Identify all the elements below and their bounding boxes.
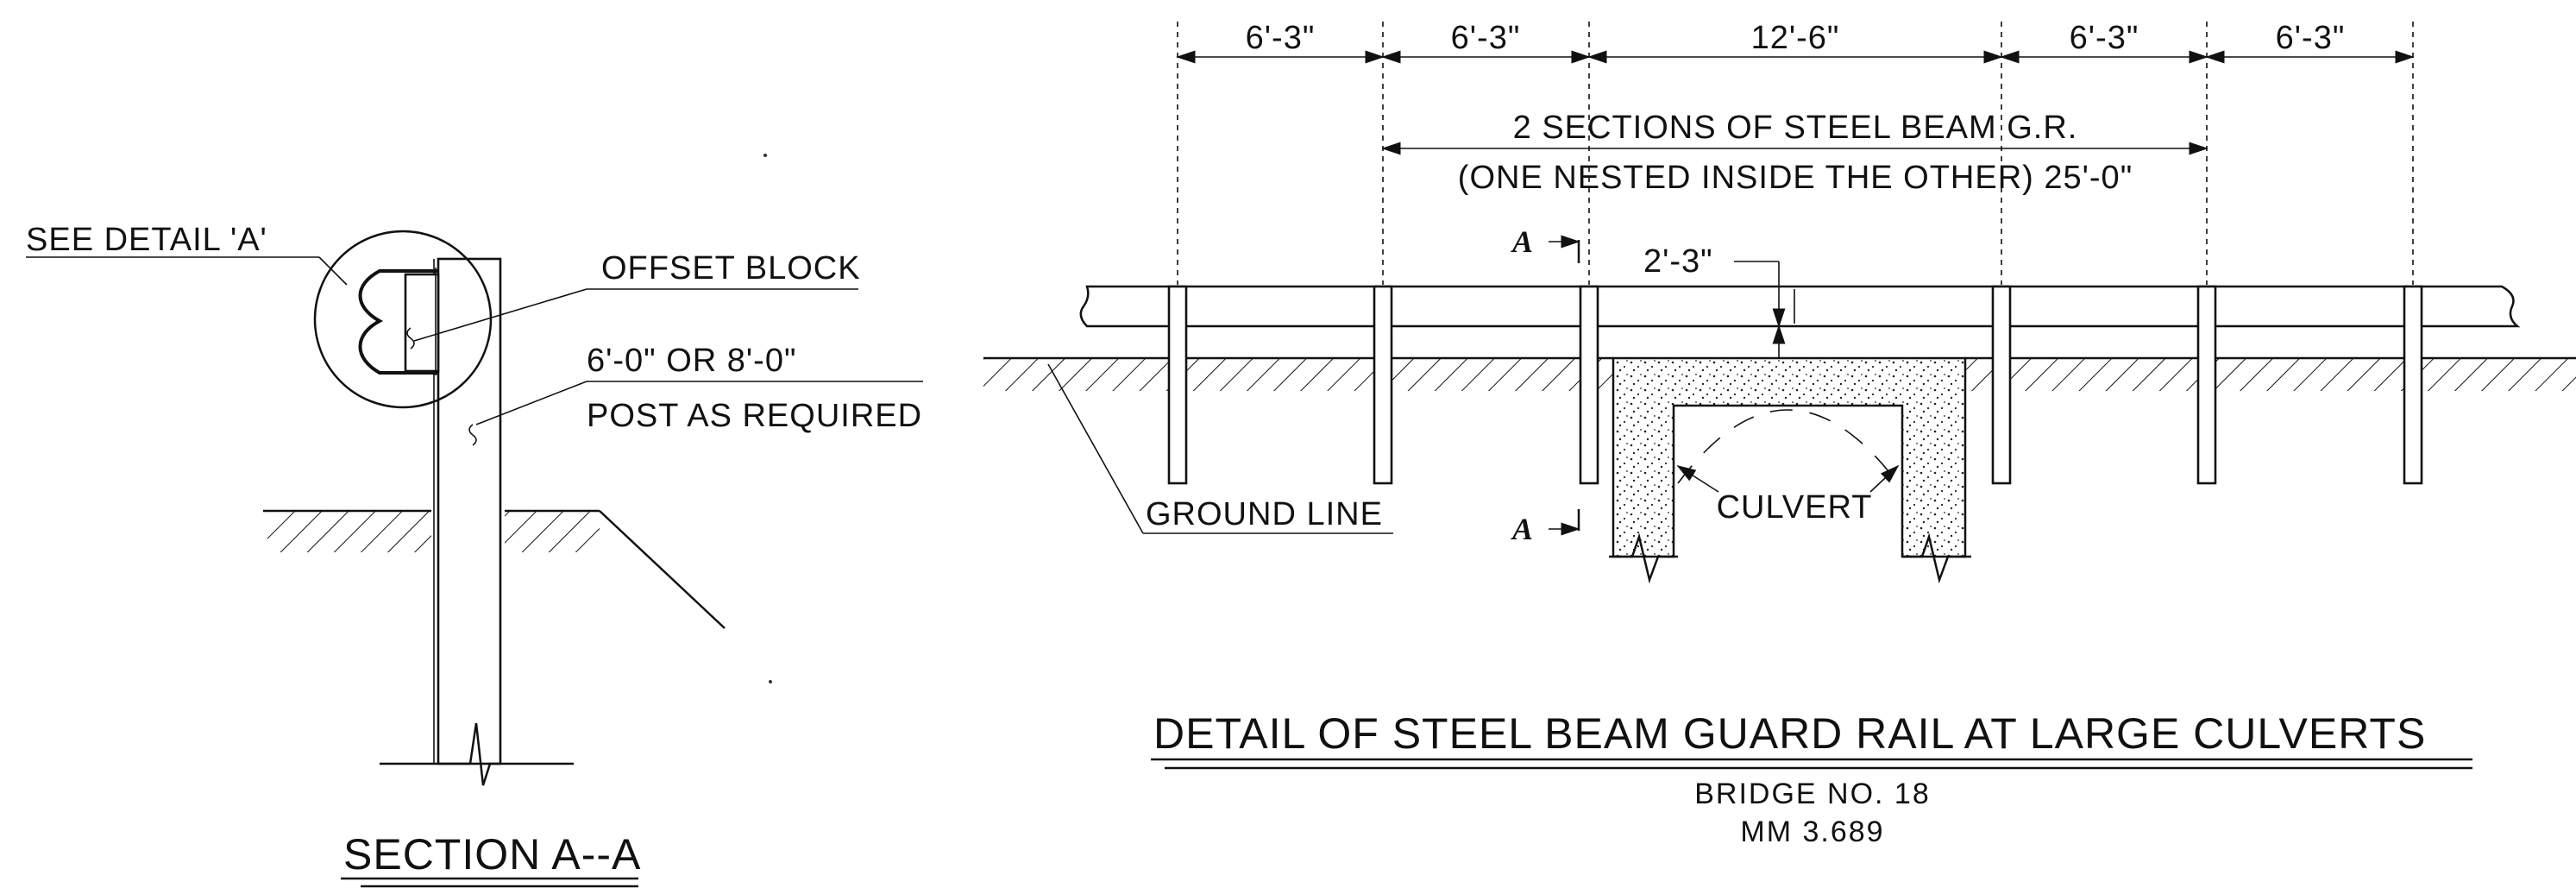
guard-rail-beam	[1079, 285, 2521, 328]
speck	[769, 680, 772, 683]
detail-a-circle	[313, 230, 493, 409]
ground-surface	[983, 356, 2576, 391]
culvert	[1609, 356, 1971, 584]
guard-rail-posts	[1167, 285, 2423, 485]
elevation-title: DETAIL OF STEEL BEAM GUARD RAIL AT LARGE…	[1153, 709, 2426, 758]
dimension-label-1: 6'-3"	[1246, 20, 1316, 56]
see-detail-label: SEE DETAIL 'A'	[26, 222, 267, 258]
milepost: MM 3.689	[1740, 816, 1884, 848]
ground-line-label: GROUND LINE	[1146, 496, 1383, 532]
clearance-dimension: 2'-3"	[1643, 243, 1786, 358]
dimension-label-5: 6'-3"	[2276, 20, 2346, 56]
section-cut-marks: A A	[1511, 224, 1580, 546]
dimension-label-2: 6'-3"	[1451, 20, 1521, 56]
span-label-1: 2 SECTIONS OF STEEL BEAM G.R.	[1513, 110, 2078, 146]
span-label-2: (ONE NESTED INSIDE THE OTHER) 25'-0"	[1458, 160, 2133, 196]
bridge-number: BRIDGE NO. 18	[1694, 778, 1931, 810]
culvert-callout: CULVERT	[1676, 464, 1900, 526]
culvert-label: CULVERT	[1717, 489, 1873, 526]
post-size-label: 6'-0" OR 8'-0"	[587, 343, 796, 379]
dimension-label-3: 12'-6"	[1751, 20, 1840, 56]
post-required-label: POST AS REQUIRED	[587, 398, 922, 434]
elevation-view: 6'-3" 6'-3" 12'-6" 6'-3" 6'-3" 2 SECTION…	[983, 20, 2576, 848]
dimension-extensions	[1177, 22, 2414, 285]
section-ground	[263, 509, 726, 629]
offset-block-label: OFFSET BLOCK	[601, 250, 861, 287]
section-a-a-view: SEE DETAIL 'A' OFFSET BLOCK 6'-0" OR 8'-…	[26, 222, 923, 888]
dimension-row: 6'-3" 6'-3" 12'-6" 6'-3" 6'-3"	[1176, 20, 2415, 64]
clearance-label: 2'-3"	[1643, 243, 1713, 280]
section-title: SECTION A--A	[343, 830, 641, 879]
dimension-label-4: 6'-3"	[2070, 20, 2139, 56]
section-mark-top: A	[1511, 224, 1533, 259]
speck	[763, 154, 767, 157]
ground-line-callout: GROUND LINE	[1047, 363, 1393, 534]
section-mark-bottom: A	[1511, 512, 1533, 546]
nested-span-dimension: 2 SECTIONS OF STEEL BEAM G.R. (ONE NESTE…	[1381, 110, 2208, 196]
